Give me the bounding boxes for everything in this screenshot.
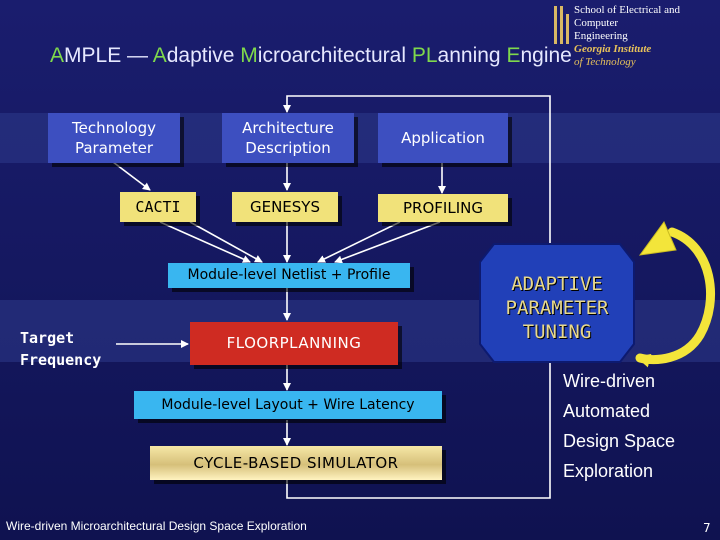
title-segment-6: PL (411, 44, 438, 67)
footer-text: Wire-driven Microarchitectural Design Sp… (6, 519, 307, 533)
side-text-line-3: Design Space (563, 431, 676, 451)
floorplanning-box: FLOORPLANNING (190, 322, 398, 365)
logo-line-4: of Technology (574, 56, 636, 68)
side-text-line-2: Automated (563, 401, 651, 421)
logo-line-1: School of Electrical and Computer (574, 4, 680, 29)
side-text: Wire-driven Automated Design Space Explo… (563, 366, 675, 486)
logo: School of Electrical and Computer Engine… (552, 4, 716, 68)
page-title: AMPLE — Adaptive Microarchitectural PLan… (50, 44, 572, 68)
layout-box: Module-level Layout + Wire Latency (134, 391, 442, 419)
genesys-box: GENESYS (232, 192, 338, 222)
title-segment-4: M (240, 44, 258, 67)
side-text-line-4: Exploration (563, 461, 654, 481)
adaptive-loop-arrow-icon (635, 227, 716, 368)
logo-emblem-icon (554, 6, 569, 44)
application-box: Application (378, 113, 508, 163)
cacti-box: CACTI (120, 192, 196, 222)
title-segment-0: A (50, 44, 65, 67)
title-segment-8: E (506, 44, 521, 67)
target-frequency-label: Target Frequency (20, 329, 102, 369)
logo-line-3: Georgia Institute (574, 43, 652, 55)
title-segment-3: daptive (166, 44, 241, 67)
architecture-description-box: Architecture Description (222, 113, 354, 163)
side-text-line-1: Wire-driven (563, 371, 656, 391)
simulator-box: CYCLE-BASED SIMULATOR (150, 446, 442, 480)
page-number: 7 (703, 521, 711, 535)
title-segment-2: A (152, 44, 167, 67)
loop-arrowhead-icon (638, 220, 677, 256)
technology-parameter-box: Technology Parameter (48, 113, 180, 163)
adaptive-parameter-tuning: ADAPTIVE PARAMETER TUNING (505, 273, 609, 343)
profiling-box: PROFILING (378, 194, 508, 222)
title-segment-1: MPLE — (64, 44, 153, 67)
netlist-box: Module-level Netlist + Profile (168, 263, 410, 288)
title-segment-5: icroarchitectural (257, 44, 412, 67)
title-segment-7: anning (437, 44, 507, 67)
title-segment-9: ngine (520, 44, 572, 67)
logo-line-2: Engineering (574, 30, 628, 42)
